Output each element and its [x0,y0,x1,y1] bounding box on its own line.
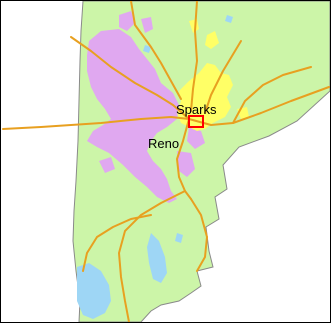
label-sparks: Sparks [176,102,217,117]
road-i80-east [188,86,330,126]
pond-east [225,15,233,23]
road-south-west [118,190,186,322]
lake-southwest [77,263,111,319]
road-north-spur [130,1,182,100]
highlight-box [188,115,204,128]
pond-south [175,233,183,243]
road-south-east [190,198,208,272]
road-northeast-2 [204,40,242,114]
water-bodies [77,15,233,319]
road-northeast [190,1,198,112]
reno-urban-area [87,11,205,203]
pond-north [143,45,151,53]
road-us395-south [176,118,192,200]
road-mt-rose [82,214,152,272]
lake-washoe [147,233,167,283]
label-reno: Reno [148,136,179,151]
road-pyramid [232,66,312,124]
road-us395-north [70,36,190,120]
road-i80-west [2,116,190,130]
